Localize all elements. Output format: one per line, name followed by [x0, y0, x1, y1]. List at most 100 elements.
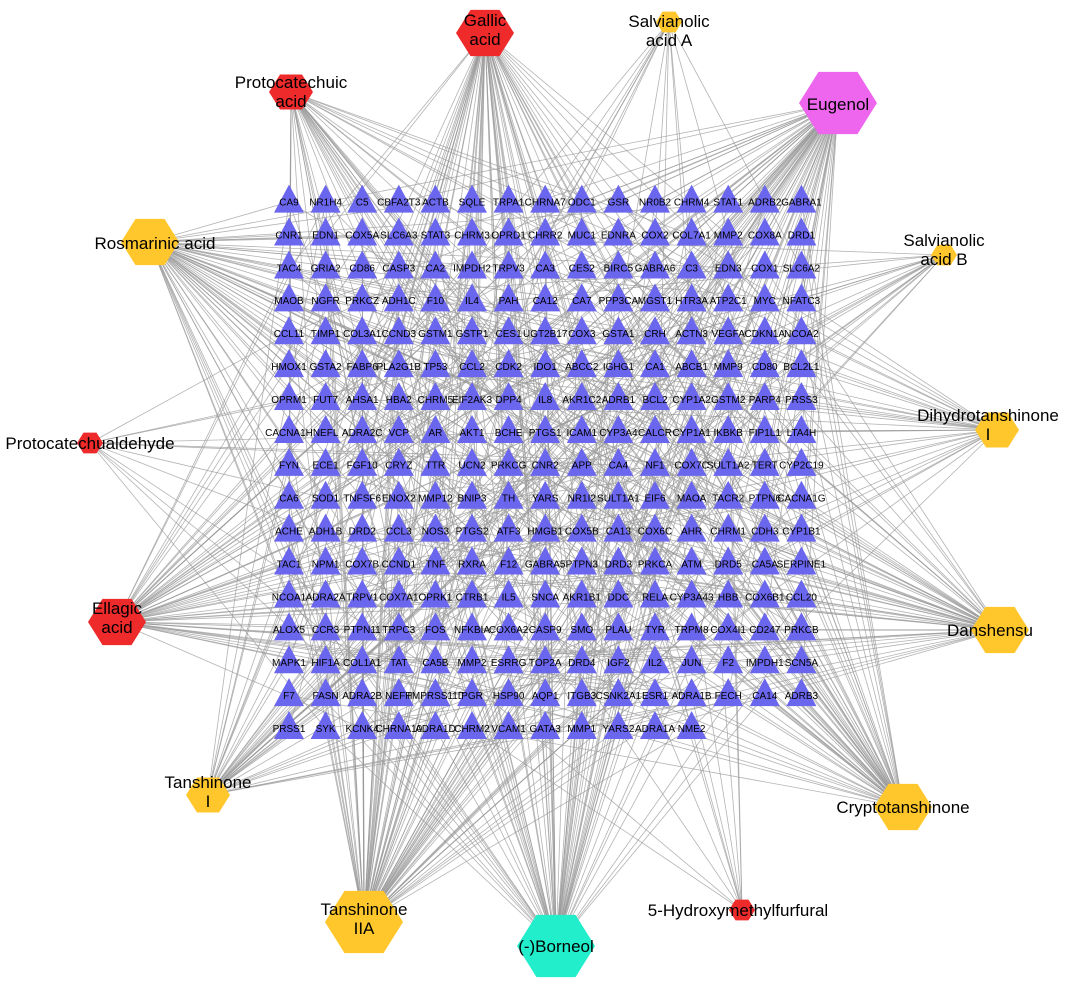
target-triangle [530, 546, 561, 575]
target-node: TMPRSS11D [406, 678, 465, 707]
compound-hexagon [186, 777, 230, 813]
target-triangle [457, 217, 487, 246]
edge [290, 91, 583, 729]
target-triangle [347, 217, 378, 246]
target-node: PRSS1 [273, 711, 306, 740]
target-node: NEFH [383, 678, 414, 707]
edge [363, 695, 436, 923]
edge [654, 333, 1001, 631]
target-node: SERPINE1 [777, 546, 827, 575]
target-node: SMO [566, 612, 597, 641]
target-triangle [713, 546, 744, 575]
target-node: GRIA2 [311, 250, 341, 279]
target-triangle [530, 250, 561, 279]
target-triangle [786, 250, 817, 279]
target-label: NR1I2 [568, 494, 597, 505]
target-triangle [640, 678, 670, 707]
edge [149, 241, 656, 334]
target-label: TTR [426, 461, 445, 472]
target-label: CASP3 [382, 263, 415, 274]
target-node: ESR1 [640, 678, 670, 707]
edge [288, 333, 998, 431]
target-label: CHRR2 [528, 230, 563, 241]
target-triangle [713, 184, 744, 213]
edge [363, 728, 473, 923]
edge [801, 234, 904, 808]
compound-label-line: Protocatechualdehyde [5, 434, 174, 453]
compound-label-line: Dihydrotanshinone [917, 406, 1059, 425]
edge [116, 333, 400, 623]
target-triangle [420, 316, 451, 345]
target-node: HMOX1 [271, 349, 307, 378]
target-node: CA13 [603, 513, 634, 542]
target-triangle [530, 447, 561, 476]
target-node: IGHG1 [603, 349, 634, 378]
target-label: PAH [499, 296, 519, 307]
edge [801, 366, 1001, 631]
edge [325, 662, 557, 947]
edge [508, 429, 998, 499]
target-node: NCOA2 [784, 316, 819, 345]
edge [207, 497, 326, 796]
target-node: UGT2B17 [523, 316, 568, 345]
edge [544, 728, 557, 947]
target-triangle [786, 316, 817, 345]
edge [581, 21, 670, 203]
edge [398, 234, 945, 256]
edge [116, 267, 473, 623]
edge [801, 333, 998, 431]
target-triangle [749, 184, 780, 213]
target-node: HBB [713, 579, 744, 608]
target-label: MMP2 [714, 230, 743, 241]
target-label: CHRM5 [418, 395, 454, 406]
target-triangle [603, 382, 634, 411]
target-label: MYC [754, 296, 776, 307]
target-triangle [383, 250, 414, 279]
target-triangle [457, 414, 487, 443]
target-label: STAT1 [713, 198, 743, 209]
target-node: LTA4H [786, 414, 817, 443]
target-node: CA6 [274, 480, 304, 509]
edge [363, 728, 509, 923]
target-node: ADRA1B [672, 678, 712, 707]
target-node: EDNRA [601, 217, 636, 246]
target-triangle [383, 678, 414, 707]
edge [207, 300, 326, 796]
compound-label: Protocatechualdehyde [5, 434, 174, 453]
edge [116, 300, 400, 623]
target-triangle [383, 283, 414, 312]
target-label: ADRA2C [342, 428, 383, 439]
target-label: MMP2 [458, 658, 487, 669]
edge [618, 465, 743, 911]
target-node: GATA3 [530, 711, 561, 740]
target-label: HBA2 [386, 395, 413, 406]
target-label: CCL2 [459, 362, 485, 373]
target-triangle [640, 382, 670, 411]
target-node: PTGS2 [456, 513, 489, 542]
compound-label-line: Protocatechuic [235, 73, 348, 92]
target-label: AKT1 [459, 428, 484, 439]
target-triangle [530, 349, 561, 378]
target-label: TP53 [423, 362, 447, 373]
target-triangle [530, 184, 561, 213]
target-label: MMP1 [567, 724, 596, 735]
edge [435, 333, 904, 808]
target-triangle [713, 217, 744, 246]
target-node: ABCB1 [675, 349, 708, 378]
target-triangle [640, 480, 670, 509]
edge [471, 596, 557, 947]
edge [484, 32, 546, 301]
target-label: TRPM8 [675, 625, 709, 636]
edge [325, 563, 904, 808]
target-node: TTR [420, 447, 451, 476]
target-triangle [493, 316, 524, 345]
target-triangle [493, 250, 524, 279]
target-label: MAOA [677, 494, 707, 505]
target-node: FOS [420, 612, 451, 641]
target-triangle [457, 612, 487, 641]
target-triangle [530, 414, 561, 443]
